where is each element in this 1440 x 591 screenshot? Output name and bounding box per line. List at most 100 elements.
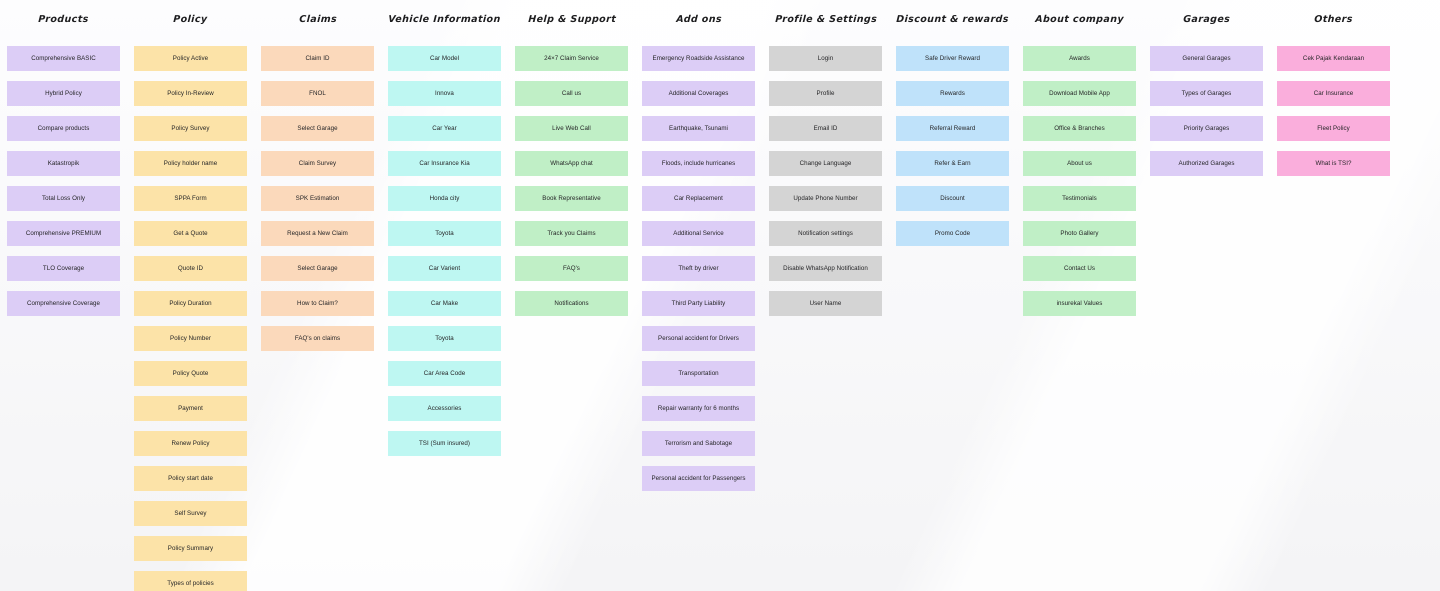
tile-item[interactable]: Quote ID [134, 256, 247, 281]
tile-item[interactable]: Rewards [896, 81, 1009, 106]
tile-item[interactable]: Notification settings [769, 221, 882, 246]
tile-item[interactable]: Theft by driver [642, 256, 755, 281]
tile-item[interactable]: How to Claim? [261, 291, 374, 316]
tile-item[interactable]: Discount [896, 186, 1009, 211]
tile-item[interactable]: Safe Driver Reward [896, 46, 1009, 71]
tile-item[interactable]: TSI (Sum insured) [388, 431, 501, 456]
tile-item[interactable]: Comprehensive BASIC [7, 46, 120, 71]
tile-item[interactable]: Car Model [388, 46, 501, 71]
tile-item[interactable]: Contact Us [1023, 256, 1136, 281]
tile-item[interactable]: FNOL [261, 81, 374, 106]
tile-item[interactable]: Awards [1023, 46, 1136, 71]
tile-item[interactable]: About us [1023, 151, 1136, 176]
tile-item[interactable]: Policy In-Review [134, 81, 247, 106]
tile-item[interactable]: Transportation [642, 361, 755, 386]
tile-item[interactable]: Renew Policy [134, 431, 247, 456]
tile-item[interactable]: Select Garage [261, 116, 374, 141]
tile-item[interactable]: Track you Claims [515, 221, 628, 246]
tile-item[interactable]: 24×7 Claim Service [515, 46, 628, 71]
tile-item[interactable]: Select Garage [261, 256, 374, 281]
tile-item[interactable]: Comprehensive Coverage [7, 291, 120, 316]
tile-item[interactable]: Office & Branches [1023, 116, 1136, 141]
tile-item[interactable]: Car Varient [388, 256, 501, 281]
tile-item[interactable]: Policy Active [134, 46, 247, 71]
tile-item[interactable]: Call us [515, 81, 628, 106]
tile-item[interactable]: Request a New Claim [261, 221, 374, 246]
tile-item[interactable]: Third Party Liability [642, 291, 755, 316]
tile-item[interactable]: Claim Survey [261, 151, 374, 176]
tile-item[interactable]: Toyota [388, 326, 501, 351]
tile-item[interactable]: Terrorism and Sabotage [642, 431, 755, 456]
tile-item[interactable]: Login [769, 46, 882, 71]
tile-item[interactable]: Policy start date [134, 466, 247, 491]
tile-item[interactable]: Earthquake, Tsunami [642, 116, 755, 141]
tile-item[interactable]: Repair warranty for 6 months [642, 396, 755, 421]
tile-item[interactable]: Live Web Call [515, 116, 628, 141]
tile-item[interactable]: Notifications [515, 291, 628, 316]
tile-item[interactable]: Policy Summary [134, 536, 247, 561]
tile-item[interactable]: Policy Number [134, 326, 247, 351]
tile-item[interactable]: WhatsApp chat [515, 151, 628, 176]
tile-item[interactable]: Toyota [388, 221, 501, 246]
tile-item[interactable]: Book Representative [515, 186, 628, 211]
tile-item[interactable]: TLO Coverage [7, 256, 120, 281]
tile-item[interactable]: insurekal Values [1023, 291, 1136, 316]
tile-item[interactable]: Policy Duration [134, 291, 247, 316]
tile-item[interactable]: Profile [769, 81, 882, 106]
tile-item[interactable]: Policy holder name [134, 151, 247, 176]
tile-item[interactable]: Car Insurance Kia [388, 151, 501, 176]
tile-item[interactable]: Refer & Earn [896, 151, 1009, 176]
tile-item[interactable]: SPK Estimation [261, 186, 374, 211]
tile-item[interactable]: Emergency Roadside Assistance [642, 46, 755, 71]
tile-item[interactable]: Additional Service [642, 221, 755, 246]
tile-item[interactable]: Personal accident for Passengers [642, 466, 755, 491]
tile-item[interactable]: Car Replacement [642, 186, 755, 211]
tile-item[interactable]: Policy Quote [134, 361, 247, 386]
tile-item[interactable]: Promo Code [896, 221, 1009, 246]
tile-item[interactable]: Self Survey [134, 501, 247, 526]
tile-item[interactable]: SPPA Form [134, 186, 247, 211]
tile-item[interactable]: Fleet Policy [1277, 116, 1390, 141]
tile-item[interactable]: Testimonials [1023, 186, 1136, 211]
tile-item[interactable]: Innova [388, 81, 501, 106]
tile-item[interactable]: Get a Quote [134, 221, 247, 246]
tile-item[interactable]: Honda city [388, 186, 501, 211]
tile-item[interactable]: Download Mobile App [1023, 81, 1136, 106]
tile-item[interactable]: User Name [769, 291, 882, 316]
tile-item[interactable]: Change Language [769, 151, 882, 176]
tile-item[interactable]: Cek Pajak Kendaraan [1277, 46, 1390, 71]
tile-item[interactable]: Car Area Code [388, 361, 501, 386]
tile-item[interactable]: Payment [134, 396, 247, 421]
tile-item[interactable]: Policy Survey [134, 116, 247, 141]
tile-item[interactable]: Car Make [388, 291, 501, 316]
tile-item[interactable]: What is TSI? [1277, 151, 1390, 176]
tile-item[interactable]: Referral Reward [896, 116, 1009, 141]
tile-item[interactable]: FAQ's [515, 256, 628, 281]
tile-item[interactable]: Additional Coverages [642, 81, 755, 106]
tile-item[interactable]: Personal accident for Drivers [642, 326, 755, 351]
tile-item[interactable]: Authorized Garages [1150, 151, 1263, 176]
tile-item[interactable]: Types of policies [134, 571, 247, 591]
tile-item[interactable]: Comprehensive PREMIUM [7, 221, 120, 246]
tile-item[interactable]: Car Year [388, 116, 501, 141]
column-title: Claims [298, 14, 337, 25]
tile-item[interactable]: Katastropik [7, 151, 120, 176]
tile-item[interactable]: Photo Gallery [1023, 221, 1136, 246]
tile-item[interactable]: Claim ID [261, 46, 374, 71]
tile-item[interactable]: Total Loss Only [7, 186, 120, 211]
tile-item[interactable]: Hybrid Policy [7, 81, 120, 106]
tile-item[interactable]: Email ID [769, 116, 882, 141]
tile-item[interactable]: Accessories [388, 396, 501, 421]
tile-item[interactable]: FAQ's on claims [261, 326, 374, 351]
tile-item[interactable]: Types of Garages [1150, 81, 1263, 106]
tile-item[interactable]: Disable WhatsApp Notification [769, 256, 882, 281]
tile-item[interactable]: Car Insurance [1277, 81, 1390, 106]
tile-item[interactable]: General Garages [1150, 46, 1263, 71]
tile-item[interactable]: Update Phone Number [769, 186, 882, 211]
tile-item[interactable]: Floods, include hurricanes [642, 151, 755, 176]
tile-item[interactable]: Compare products [7, 116, 120, 141]
tile-item[interactable]: Priority Garages [1150, 116, 1263, 141]
